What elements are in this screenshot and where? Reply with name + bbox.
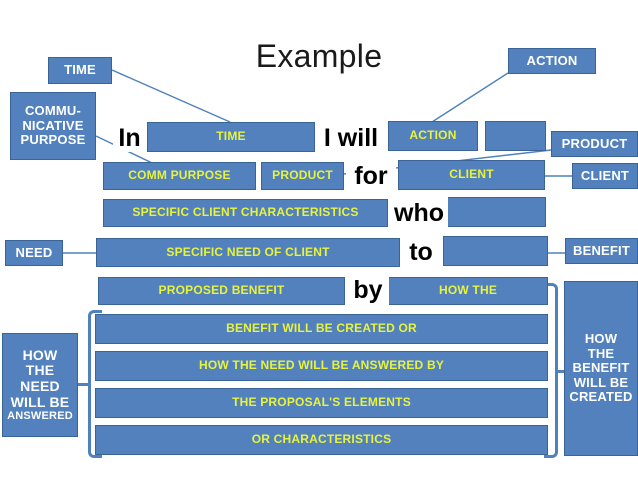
slot-time[interactable]: TIME	[147, 122, 315, 152]
label-action[interactable]: ACTION	[508, 48, 596, 74]
label-line: WILL BE	[573, 374, 629, 390]
connector-word-by: by	[347, 274, 389, 307]
slot-comm-purpose[interactable]: COMM PURPOSE	[103, 162, 256, 190]
label-line: CREATED	[569, 389, 633, 405]
label-time[interactable]: TIME	[48, 57, 112, 84]
label-how-the-benefit-will-be-created[interactable]: HOW THE BENEFIT WILL BE CREATED	[564, 281, 638, 456]
label-benefit[interactable]: BENEFIT	[565, 238, 638, 264]
label-line: HOW	[584, 331, 618, 347]
bottom-bar[interactable]: OR CHARACTERISTICS	[95, 425, 548, 455]
connector-word-in: In	[113, 124, 146, 152]
page-title: Example	[255, 38, 383, 74]
label-line: BENEFIT	[572, 360, 630, 376]
connector-word-who: who	[390, 197, 448, 229]
label-line: HOW	[22, 346, 58, 363]
bottom-bar[interactable]: THE PROPOSAL'S ELEMENTS	[95, 388, 548, 418]
bottom-bar[interactable]: BENEFIT WILL BE CREATED OR	[95, 314, 548, 344]
label-line: NEED	[20, 377, 60, 394]
connector-word-i-will: I will	[316, 123, 386, 153]
label-communicative-purpose[interactable]: COMMU- NICATIVE PURPOSE	[10, 92, 96, 160]
label-how-the-need-will-be-answered[interactable]: HOW THE NEED WILL BE ANSWERED	[2, 333, 78, 437]
connector-word-for: for	[346, 160, 396, 192]
slot-action[interactable]: ACTION	[388, 121, 478, 151]
left-bracket-stem	[78, 383, 90, 386]
label-line-answered: ANSWERED	[7, 410, 73, 423]
slot-proposed-benefit[interactable]: PROPOSED BENEFIT	[98, 277, 345, 305]
slot-how-the[interactable]: HOW THE	[388, 277, 548, 305]
label-line: COMMU-	[24, 103, 82, 119]
label-line: THE	[25, 362, 55, 379]
slot-product[interactable]: PRODUCT	[261, 162, 344, 190]
label-line: WILL BE	[10, 393, 70, 410]
label-client[interactable]: CLIENT	[572, 163, 638, 189]
slot-specific-need-of-client[interactable]: SPECIFIC NEED OF CLIENT	[96, 238, 400, 267]
bottom-bar[interactable]: HOW THE NEED WILL BE ANSWERED BY	[95, 351, 548, 381]
label-product[interactable]: PRODUCT	[551, 131, 638, 157]
slot-action-blank[interactable]	[485, 121, 546, 151]
label-line: THE	[587, 345, 615, 361]
slot-to-blank[interactable]	[443, 236, 548, 266]
slot-specific-client-characteristics[interactable]: SPECIFIC CLIENT CHARACTERISTICS	[103, 199, 388, 227]
label-line: PURPOSE	[20, 132, 86, 148]
slot-who-blank[interactable]	[440, 197, 546, 227]
label-need[interactable]: NEED	[5, 240, 63, 266]
connector-word-to: to	[400, 236, 442, 268]
slot-client[interactable]: CLIENT	[398, 160, 545, 190]
right-bracket-stem	[556, 370, 566, 373]
label-line: NICATIVE	[22, 117, 84, 133]
